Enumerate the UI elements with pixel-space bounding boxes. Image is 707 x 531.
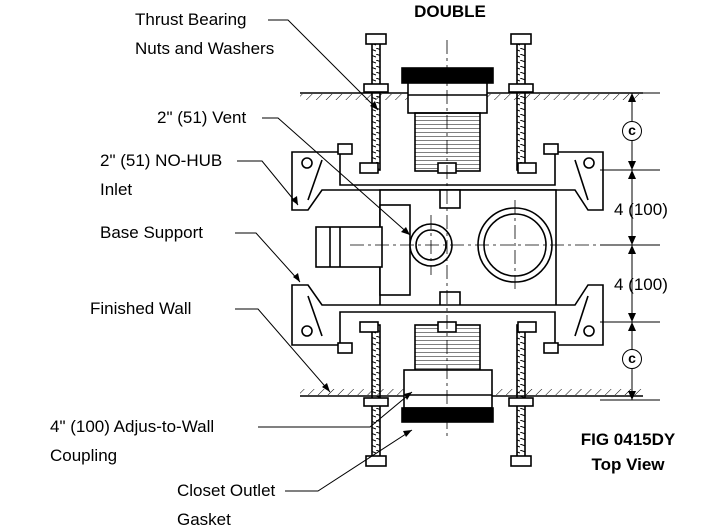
figure-number: FIG 0415DY [580,430,676,449]
centerlines [350,40,640,440]
dimension-upper: 4 (100) [614,200,668,219]
base-support-label: Base Support [100,223,204,242]
inlet-label-1: 2" (51) NO-HUB [100,151,223,170]
inlet-label-2: Inlet [100,180,133,199]
threaded-rods [363,33,534,467]
coupling-label-2: Coupling [50,446,118,465]
gasket-label-1: Closet Outlet [177,481,276,500]
vent-label: 2" (51) Vent [157,108,247,127]
figure-view: Top View [591,455,665,474]
c-dimension-top: c [622,121,642,141]
leader-lines [235,19,413,492]
thrust-bearing-label-1: Thrust Bearing [135,10,247,29]
leader-arrowheads [291,101,412,437]
c-dimension-bottom: c [622,349,642,369]
dimension-lower: 4 (100) [614,275,668,294]
gasket-label-2: Gasket [177,510,231,529]
side-inlet [315,226,383,268]
bottom-coupling [401,324,494,423]
double-heading: DOUBLE [414,2,486,21]
top-coupling [401,67,494,172]
coupling-label-1: 4" (100) Adjus-to-Wall [50,417,215,436]
dimension-arrows [628,93,636,400]
finished-wall-label: Finished Wall [90,299,192,318]
thrust-bearing-label-2: Nuts and Washers [135,39,275,58]
